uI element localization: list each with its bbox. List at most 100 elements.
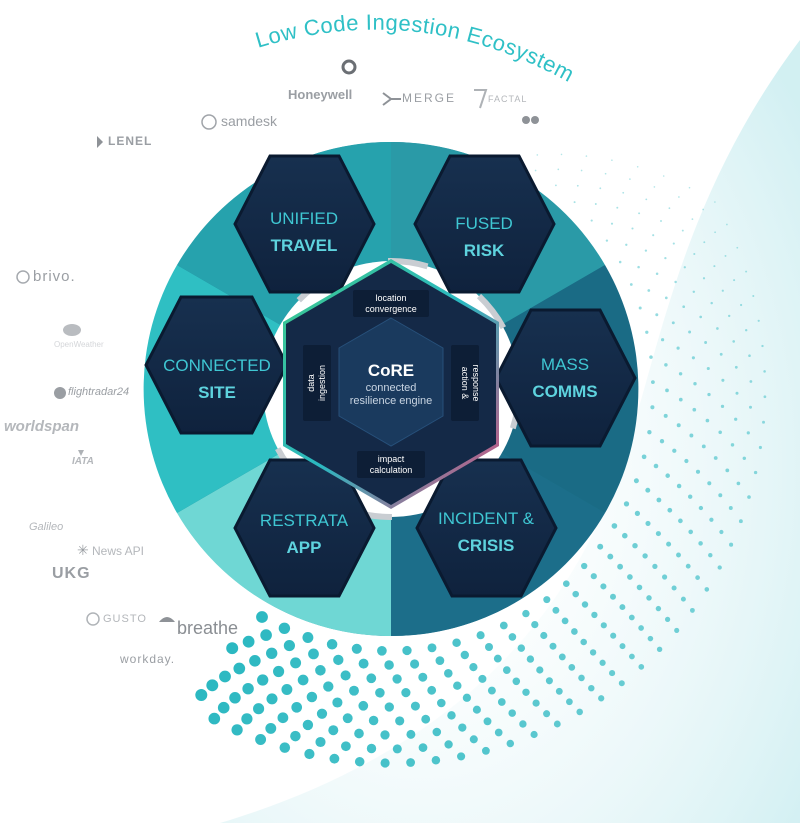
halftone-dot [667, 507, 673, 513]
gusto-icon [86, 612, 100, 626]
halftone-dot [588, 684, 595, 692]
halftone-dot [557, 168, 560, 171]
logo-workday: workday. [120, 652, 176, 666]
halftone-dot [763, 395, 767, 399]
flightradar-icon [54, 387, 66, 399]
halftone-dot [580, 169, 583, 172]
halftone-dot [427, 685, 437, 695]
core-title: CoRE [368, 361, 414, 380]
halftone-dot [277, 712, 289, 724]
halftone-dot [704, 341, 708, 344]
halftone-dot [242, 682, 254, 695]
halftone-dot [435, 656, 445, 665]
halftone-dot [358, 658, 369, 669]
halftone-dot [610, 593, 616, 600]
halftone-dot [734, 365, 738, 369]
halftone-dot [589, 649, 597, 656]
halftone-dot [453, 681, 462, 690]
halftone-dot [483, 717, 492, 726]
halftone-dot [431, 756, 441, 765]
halftone-dot [647, 289, 651, 292]
halftone-dot [714, 231, 716, 234]
hex-fused-risk[interactable]: FUSED RISK [413, 154, 556, 294]
halftone-dot [375, 688, 385, 698]
halftone-dot [681, 229, 684, 232]
halftone-dot [558, 653, 566, 661]
hex-connected-site[interactable]: CONNECTED SITE [144, 295, 289, 435]
halftone-dot [427, 643, 437, 653]
halftone-dot [599, 187, 602, 190]
halftone-dot [665, 473, 670, 478]
halftone-dot [702, 277, 706, 280]
halftone-dot [707, 392, 711, 397]
halftone-dot [604, 172, 607, 175]
halftone-dot [508, 633, 517, 641]
halftone-dot [226, 642, 239, 655]
tab-left-line1: data [306, 374, 316, 392]
halftone-dot [684, 458, 689, 464]
ecosystem-title: Low Code Ingestion Ecosystem [252, 10, 578, 87]
halftone-dot [736, 246, 739, 249]
halftone-dot [698, 505, 704, 511]
halftone-dot [713, 265, 716, 268]
halftone-dot [610, 632, 617, 639]
tab-right-line2: response [471, 364, 481, 401]
halftone-dot [664, 616, 671, 623]
halftone-dot [476, 631, 485, 640]
halftone-dot [392, 744, 402, 754]
halftone-dot [710, 301, 713, 305]
halftone-dot [718, 493, 723, 498]
news-api-icon: ✳ [77, 542, 89, 558]
halftone-dot [517, 644, 526, 652]
halftone-dot [676, 552, 681, 558]
hex-restrata-app[interactable]: RESTRATA APP [233, 458, 376, 598]
halftone-dot [594, 203, 597, 205]
halftone-dot [315, 665, 326, 676]
hex-incident-crisis[interactable]: INCIDENT & CRISIS [415, 458, 558, 598]
halftone-dot [738, 519, 743, 524]
halftone-dot [688, 529, 693, 535]
breathe-icon [159, 617, 175, 622]
halftone-dot [572, 590, 579, 598]
logo-openweather: OpenWeather [54, 340, 104, 349]
halftone-dot [692, 290, 696, 294]
halftone-dot [718, 430, 722, 435]
halftone-dot [668, 207, 671, 210]
halftone-dot [562, 580, 570, 588]
halftone-dot [628, 653, 635, 660]
halftone-dot [532, 699, 540, 707]
halftone-dot [649, 355, 653, 359]
halftone-dot [693, 252, 696, 256]
logo-galileo: Galileo [29, 521, 64, 533]
tab-bottom-line1: impact [378, 454, 405, 464]
halftone-dot [747, 495, 751, 499]
halftone-dot [392, 674, 402, 684]
halftone-dot [650, 405, 655, 410]
halftone-dot [701, 444, 706, 449]
halftone-dot [688, 186, 691, 189]
halftone-dot [631, 227, 634, 230]
tab-top-line2: convergence [365, 304, 417, 314]
halftone-dot [302, 719, 314, 731]
halftone-dot [315, 736, 326, 748]
halftone-dot [724, 254, 727, 257]
logo-iata: IATA [72, 456, 94, 467]
hex-site-line2: SITE [198, 383, 236, 402]
halftone-dot [641, 454, 647, 460]
halftone-dot [636, 166, 639, 168]
halftone-dot [740, 303, 743, 307]
halftone-dot [566, 698, 573, 706]
halftone-dot [418, 672, 428, 682]
halftone-dot [709, 517, 714, 522]
halftone-dot [328, 725, 339, 736]
core-engine[interactable]: CoRE connected resilience engine locatio… [283, 259, 499, 509]
hex-travel-line1: UNIFIED [270, 209, 338, 228]
halftone-dot [733, 279, 736, 282]
tab-data-ingestion [303, 345, 331, 421]
halftone-dot [257, 674, 269, 686]
halftone-dot [664, 256, 667, 260]
halftone-dot [619, 604, 626, 611]
halftone-dot [653, 186, 656, 188]
factal-icon [474, 89, 488, 109]
halftone-dot [265, 722, 277, 734]
